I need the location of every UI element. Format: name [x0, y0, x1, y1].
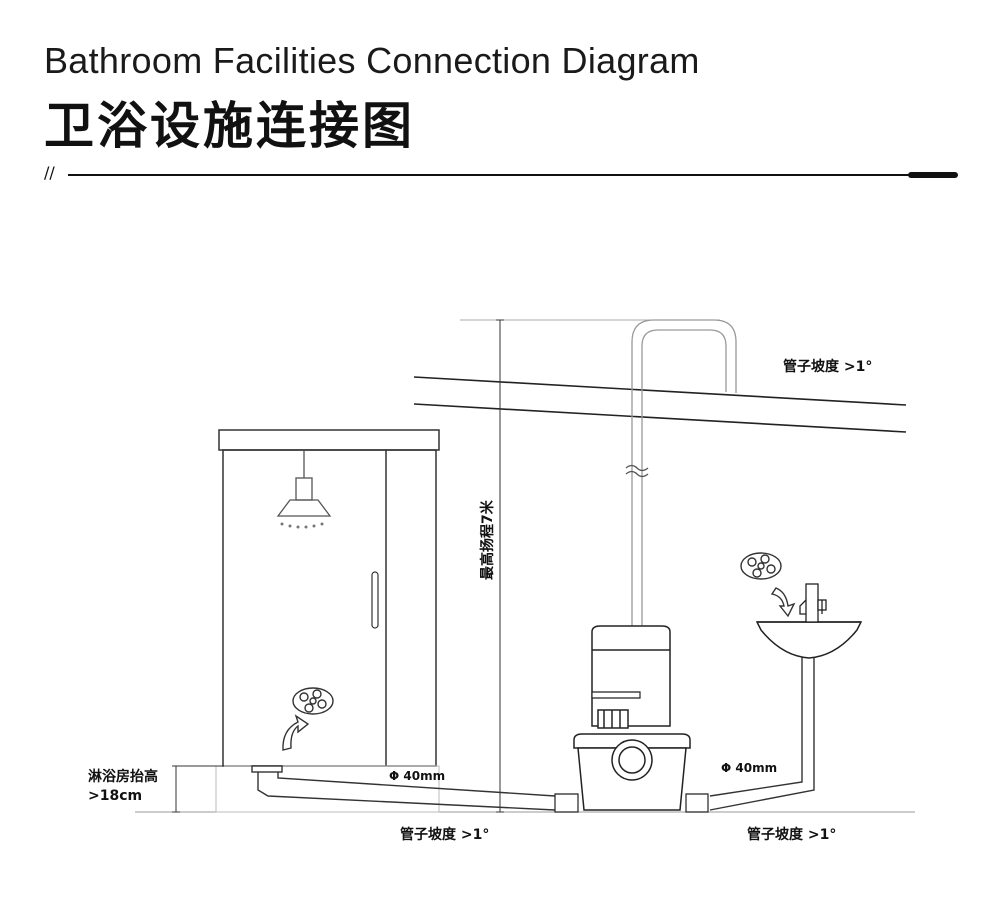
pipe-right	[709, 656, 815, 811]
max-head-label: 最高扬程7米	[479, 499, 496, 580]
basin-drain-arrow-icon	[770, 587, 796, 618]
ceiling-beam	[413, 376, 907, 433]
shower-raise-dimension	[172, 765, 224, 813]
riser-pipe	[625, 319, 737, 700]
shower-drain-arrow-icon	[282, 714, 310, 751]
divider-line	[68, 174, 910, 176]
shower-raise-label-line2: >18cm	[88, 788, 142, 804]
slope-label-top: 管子坡度 >1°	[783, 358, 872, 375]
slope-label-bottom-left: 管子坡度 >1°	[400, 826, 489, 843]
pipe-left-diameter: Φ 40mm	[389, 769, 445, 783]
basin-drain-icon	[740, 552, 782, 580]
shower-head-icon	[276, 450, 332, 529]
shower-drain-icon	[292, 687, 334, 715]
divider-end-bar	[908, 172, 958, 178]
shower-raise-label-line1: 淋浴房抬高	[88, 768, 158, 785]
wash-basin	[755, 621, 863, 659]
faucet-icon	[799, 583, 827, 623]
shower-enclosure	[218, 429, 440, 767]
divider-mark: //	[44, 163, 55, 182]
pipe-left	[251, 765, 556, 811]
title-english: Bathroom Facilities Connection Diagram	[44, 40, 700, 81]
macerator-pump	[554, 625, 709, 813]
slope-label-bottom-right: 管子坡度 >1°	[747, 826, 836, 843]
pipe-right-diameter: Φ 40mm	[721, 761, 777, 775]
title-chinese: 卫浴设施连接图	[44, 97, 415, 155]
